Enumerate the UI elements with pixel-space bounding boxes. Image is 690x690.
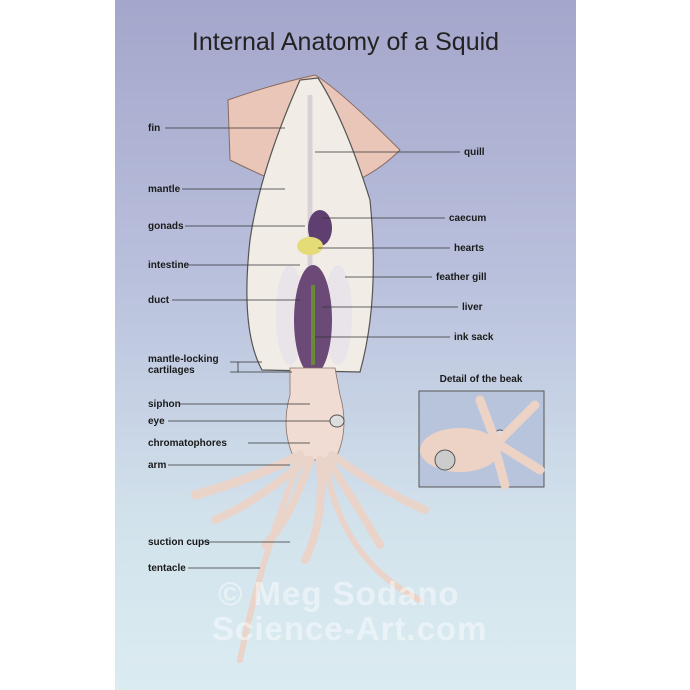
- label-liver: liver: [462, 302, 483, 313]
- leader-lines: [165, 127, 460, 569]
- arms: [190, 450, 429, 663]
- label-ink-sack: ink sack: [454, 332, 494, 343]
- watermark-line1: © Meg Sodano: [218, 575, 460, 612]
- eye: [329, 414, 345, 428]
- beak-detail-head: [420, 428, 500, 472]
- head: [285, 367, 345, 461]
- label-tentacle: tentacle: [148, 563, 186, 574]
- label-suction-cups: suction cups: [148, 537, 210, 548]
- label-arm: arm: [148, 460, 167, 471]
- label-chromatophores: chromatophores: [148, 438, 227, 449]
- label-gonads: gonads: [148, 221, 184, 232]
- diagram-title: Internal Anatomy of a Squid: [191, 28, 500, 56]
- label-eye: eye: [148, 416, 165, 427]
- label-fin: fin: [148, 123, 161, 134]
- caecum: [308, 210, 332, 246]
- label-feather-gill: feather gill: [436, 272, 487, 283]
- label-mantle: mantle: [148, 184, 181, 195]
- label-caecum: caecum: [449, 213, 487, 224]
- beak-detail-eye: [434, 449, 456, 471]
- hearts: [297, 237, 323, 255]
- inset-title: Detail of the beak: [439, 374, 523, 385]
- label-siphon: siphon: [148, 399, 181, 410]
- watermark-line2: Science-Art.com: [212, 610, 488, 647]
- label-duct: duct: [148, 295, 170, 306]
- gill-right: [324, 265, 352, 365]
- label-hearts: hearts: [454, 243, 485, 254]
- label-quill: quill: [464, 147, 485, 158]
- label-mantle-locking-cartilages: mantle-locking cartilages: [148, 354, 219, 376]
- label-intestine: intestine: [148, 260, 190, 271]
